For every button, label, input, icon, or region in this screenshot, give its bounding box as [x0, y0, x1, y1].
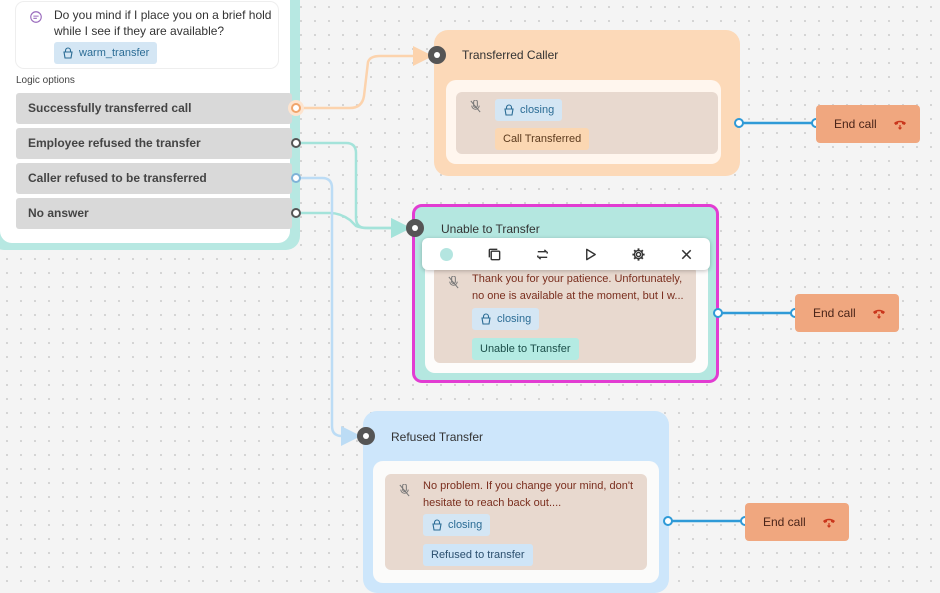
- step-message: No problem. If you change your mind, don…: [423, 480, 633, 509]
- node-title: Transferred Caller: [462, 48, 559, 62]
- option-caller-refused[interactable]: Caller refused to be transferred: [16, 163, 292, 194]
- output-port-employee-refused[interactable]: [291, 138, 301, 148]
- node-title: Refused Transfer: [391, 430, 484, 444]
- swap-button[interactable]: [532, 244, 552, 264]
- hang-up-icon: [822, 518, 835, 528]
- mute-mic-icon: [468, 99, 482, 114]
- option-successfully-transferred[interactable]: Successfully transferred call: [16, 93, 292, 124]
- output-port-caller-refused[interactable]: [291, 173, 301, 183]
- close-button[interactable]: [676, 244, 696, 264]
- bucket-icon: [481, 313, 491, 325]
- chip-label: closing: [520, 104, 555, 116]
- hang-up-icon: [893, 120, 906, 130]
- node-title: Unable to Transfer: [441, 222, 540, 236]
- logic-options-label: Logic options: [16, 75, 75, 86]
- output-port-unable[interactable]: [713, 308, 723, 318]
- color-picker-button[interactable]: [436, 244, 456, 264]
- function-chip-closing[interactable]: closing: [423, 514, 491, 536]
- settings-button[interactable]: [628, 244, 648, 264]
- bucket-icon: [504, 104, 514, 116]
- wire-employee-refused: [298, 141, 411, 238]
- tag-unable-to-transfer[interactable]: Unable to Transfer: [472, 338, 579, 360]
- chip-label: closing: [497, 313, 532, 325]
- refused-transfer-node[interactable]: Refused Transfer No problem. If you chan…: [363, 411, 669, 593]
- mute-mic-icon: [397, 483, 411, 498]
- chip-label: closing: [448, 519, 483, 531]
- tag-refused-to-transfer[interactable]: Refused to transfer: [423, 544, 533, 566]
- color-dot-icon: [439, 247, 453, 261]
- wire-no-answer: [298, 211, 411, 238]
- function-chip-closing[interactable]: closing: [472, 308, 540, 330]
- node-body: closing Call Transferred: [446, 80, 721, 164]
- end-call-node-3[interactable]: End call: [745, 503, 849, 541]
- warm-transfer-node-body: Do you mind if I place you on a brief ho…: [0, 0, 292, 243]
- output-port-refused[interactable]: [663, 516, 673, 526]
- speech-icon: [28, 10, 44, 26]
- input-port-transferred[interactable]: [428, 46, 446, 64]
- input-port-unable[interactable]: [406, 219, 424, 237]
- end-call-label: End call: [813, 306, 856, 320]
- wire-success: [298, 46, 433, 110]
- end-call-node-1[interactable]: End call: [816, 105, 920, 143]
- duplicate-button[interactable]: [484, 244, 504, 264]
- mute-mic-icon: [446, 275, 460, 290]
- node-toolbar: [422, 238, 710, 270]
- hang-up-icon: [872, 309, 885, 319]
- unable-to-transfer-node[interactable]: Unable to Transfer Thank you for your pa…: [412, 204, 719, 383]
- function-chip-closing[interactable]: closing: [495, 99, 563, 121]
- end-call-label: End call: [834, 117, 877, 131]
- gear-icon: [631, 247, 645, 261]
- input-port-refused[interactable]: [357, 427, 375, 445]
- wire-caller-refused: [298, 176, 361, 446]
- bucket-icon: [63, 47, 73, 59]
- play-button[interactable]: [580, 244, 600, 264]
- bucket-icon: [432, 519, 442, 531]
- option-employee-refused[interactable]: Employee refused the transfer: [16, 128, 292, 159]
- node-body: No problem. If you change your mind, don…: [373, 461, 659, 583]
- duplicate-icon: [488, 248, 500, 260]
- end-call-label: End call: [763, 515, 806, 529]
- swap-icon: [536, 248, 548, 260]
- output-port-success[interactable]: [291, 103, 301, 113]
- output-port-no-answer[interactable]: [291, 208, 301, 218]
- transferred-caller-node[interactable]: Transferred Caller closing Call Transfer…: [434, 30, 740, 176]
- function-chip-warm-transfer[interactable]: warm_transfer: [54, 42, 158, 64]
- tag-call-transferred[interactable]: Call Transferred: [495, 128, 590, 150]
- step-message: Thank you for your patience. Unfortunate…: [472, 273, 684, 302]
- step-card[interactable]: closing Call Transferred: [456, 92, 718, 154]
- option-no-answer[interactable]: No answer: [16, 198, 292, 229]
- step-card[interactable]: Thank you for your patience. Unfortunate…: [434, 266, 696, 363]
- play-icon: [585, 248, 596, 260]
- hold-message-text: Do you mind if I place you on a brief ho…: [54, 8, 272, 38]
- chip-label: warm_transfer: [79, 47, 150, 59]
- step-card[interactable]: No problem. If you change your mind, don…: [385, 474, 647, 570]
- close-icon: [681, 249, 691, 259]
- output-port-transferred[interactable]: [734, 118, 744, 128]
- end-call-node-2[interactable]: End call: [795, 294, 899, 332]
- hold-message-card[interactable]: Do you mind if I place you on a brief ho…: [16, 2, 278, 68]
- node-body: Thank you for your patience. Unfortunate…: [425, 253, 708, 373]
